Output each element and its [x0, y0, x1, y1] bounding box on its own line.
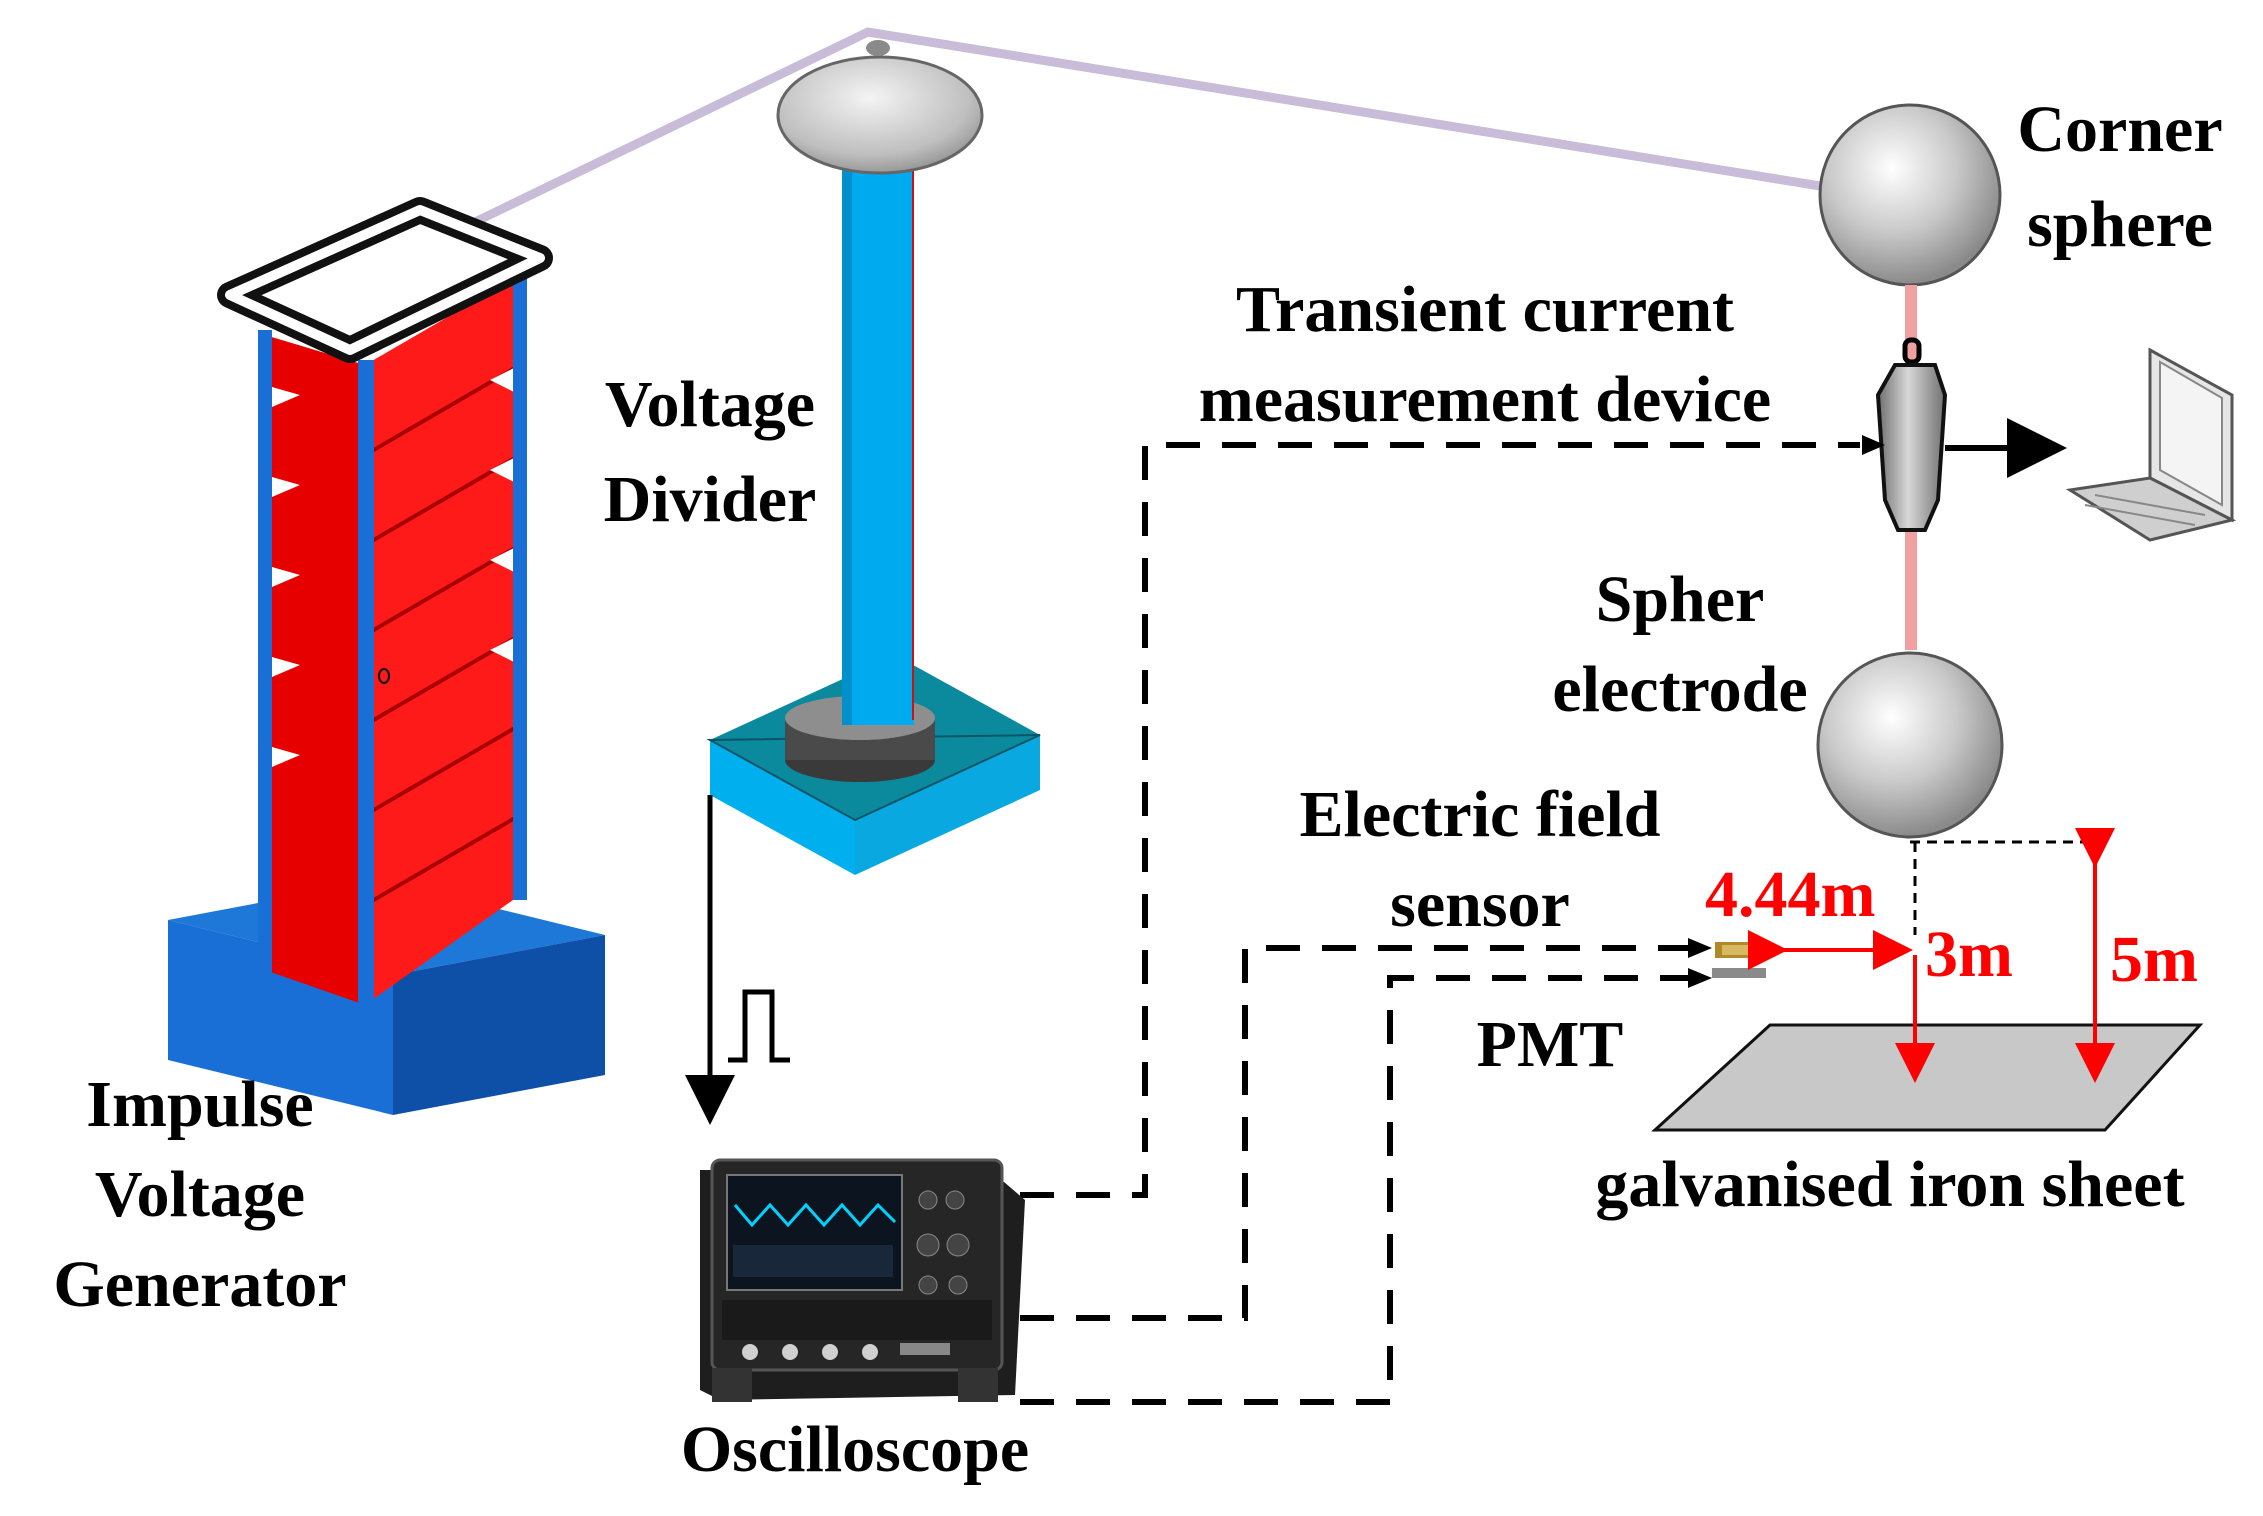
oscilloscope-label: Oscilloscope — [680, 1413, 1030, 1486]
hv-connection-wire — [473, 27, 1846, 227]
electric-field-sensor — [1715, 942, 1767, 958]
ground-link-lines — [1905, 285, 1917, 650]
pmt-detector — [1712, 968, 1766, 978]
impulse-voltage-generator — [168, 197, 605, 1115]
oscilloscope-icon — [700, 1158, 1025, 1402]
voltage-divider — [706, 40, 1041, 875]
corner-sphere-label-line-1: Corner — [2017, 93, 2223, 166]
electric-field-sensor-label-line-1: Electric field — [1299, 778, 1661, 851]
pmt-label: PMT — [1476, 1008, 1624, 1081]
sphere-electrode-label-line-1: Spher — [1595, 563, 1765, 636]
laptop-icon — [2065, 347, 2237, 542]
corner-sphere — [1818, 103, 2002, 287]
iron-sheet-label: galvanised iron sheet — [1595, 1148, 2185, 1221]
signal-cables — [1020, 442, 1860, 1405]
voltage-divider-label-line-1: Voltage — [604, 368, 816, 441]
sensor-height-label: 3m — [1925, 918, 2013, 991]
electric-field-sensor-label-line-2: sensor — [1390, 868, 1570, 941]
corner-sphere-label-line-2: sphere — [2027, 188, 2213, 261]
transient-device-label-line-1: Transient current — [1236, 273, 1734, 346]
impulse-generator-label-line-3: Generator — [53, 1248, 347, 1321]
pulse-waveform-icon — [728, 989, 790, 1063]
impulse-generator-label-line-2: Voltage — [94, 1158, 306, 1231]
electrode-height-label: 5m — [2110, 923, 2198, 996]
transient-current-device — [1875, 337, 1948, 532]
voltage-divider-label-line-2: Divider — [603, 463, 817, 536]
cable-arrowheads — [1688, 435, 1885, 988]
horizontal-distance-label: 4.44m — [1705, 858, 1876, 931]
impulse-generator-label-line-1: Impulse — [86, 1068, 314, 1141]
sphere-electrode-label-line-2: electrode — [1552, 653, 1808, 726]
galvanised-iron-sheet — [1651, 1023, 2204, 1132]
dimension-lines — [1748, 828, 2115, 1083]
sphere-electrode — [1816, 651, 2004, 839]
transient-device-label-line-2: measurement device — [1198, 363, 1772, 436]
